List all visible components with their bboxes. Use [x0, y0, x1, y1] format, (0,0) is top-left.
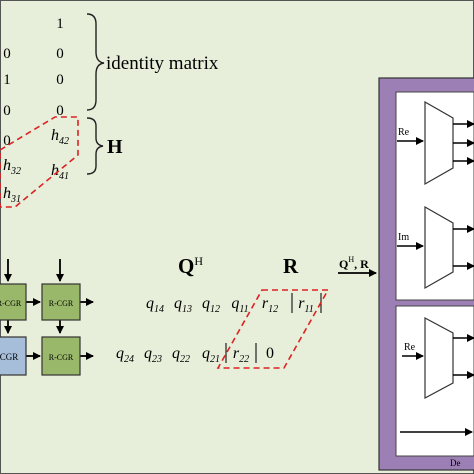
rcgr-label: R-CGR	[49, 299, 74, 308]
h-entry-text: h32	[3, 157, 21, 177]
rcgr-block	[41, 283, 81, 321]
panel-input-tail: , R	[354, 257, 369, 271]
h-dashed-region	[0, 116, 79, 208]
cgr-label: CGR	[0, 352, 18, 362]
mux-shape	[424, 205, 454, 290]
panel-input-text: Q	[339, 257, 348, 271]
q-entry: q11	[231, 295, 248, 315]
r-entry: 0	[266, 345, 274, 362]
h-entry-text: h31	[3, 185, 21, 205]
rcgr-label: R-CGR	[0, 299, 22, 308]
matrix-entry: 1	[56, 16, 64, 32]
h-brace	[86, 117, 104, 175]
r-dashed-region	[216, 289, 330, 369]
matrix-entry: 0	[3, 133, 11, 149]
matrix-entry: 0	[56, 103, 64, 119]
h-entry: h41	[51, 162, 69, 182]
q-entry: q13	[174, 295, 192, 315]
q-entry: q22	[172, 345, 190, 365]
q-entry: q14	[146, 295, 164, 315]
q-entry: q23	[144, 345, 162, 365]
matrix-entry: 0	[3, 103, 11, 119]
rcgr-block	[0, 283, 27, 321]
re-label: Re	[398, 127, 410, 138]
re-label: Re	[404, 342, 416, 353]
rcgr-label: R-CGR	[49, 353, 74, 362]
matrix-entry: 1	[3, 72, 11, 88]
identity-brace	[86, 13, 105, 111]
h-entry: h42	[51, 127, 69, 147]
matrix-entry: 0	[3, 46, 11, 62]
identity-matrix-label: identity matrix	[106, 53, 219, 74]
qh-label-text: Q	[178, 254, 194, 278]
mux-shape	[424, 100, 454, 186]
mux-shape	[424, 316, 454, 400]
q-entry: q12	[202, 295, 220, 315]
cgr-block	[0, 336, 27, 376]
h-label: H	[107, 136, 123, 158]
h-entry-text: h41	[51, 162, 69, 182]
h-entry: h32	[3, 157, 21, 177]
panel-input-label: QH, R	[339, 255, 369, 271]
r-entry: r11	[298, 295, 314, 315]
h-entry-text: h42	[51, 127, 69, 147]
r-label: R	[283, 254, 299, 278]
im-label: Im	[398, 232, 409, 243]
qh-label: QH	[178, 254, 203, 278]
r-entry: r22	[233, 345, 249, 365]
qh-label-sup: H	[194, 254, 203, 268]
q-entry: q24	[116, 345, 134, 365]
r-entry: r12	[262, 295, 278, 315]
rcgr-block	[41, 336, 81, 376]
panel-input-sup: H	[348, 255, 354, 264]
panel-footer-label: De	[450, 458, 461, 468]
matrix-entry: 0	[56, 46, 64, 62]
q-entry: q21	[202, 345, 220, 365]
matrix-entry: 0	[56, 72, 64, 88]
h-entry: h31	[3, 185, 21, 205]
